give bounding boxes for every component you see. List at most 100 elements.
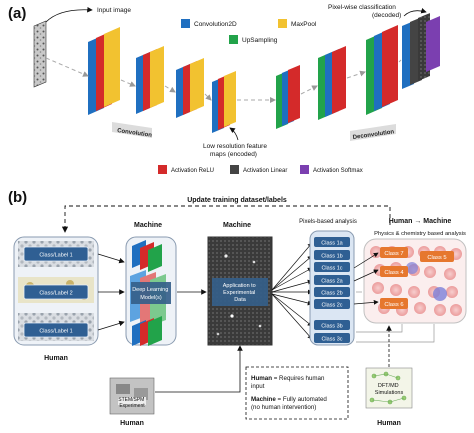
update-label: Update training dataset/labels bbox=[187, 197, 287, 204]
encoder-stack-2 bbox=[136, 46, 164, 114]
encoder-label: Convolution bbox=[117, 128, 153, 139]
legend-label-0: Convolution2D bbox=[194, 21, 237, 28]
pixel-class-box-3 bbox=[314, 275, 350, 285]
role-legend-machine: Machine = Fully automated (no human inte… bbox=[251, 396, 329, 411]
legend-label-1: MaxPool bbox=[291, 21, 317, 28]
input-pointer-line bbox=[45, 6, 93, 23]
dl-model-label: Deep Learning Model(s) bbox=[132, 287, 170, 301]
pixel-class-text-0: Class 1a bbox=[321, 240, 343, 246]
pixel-class-box-5 bbox=[314, 299, 350, 309]
dft-label: DFT/MD Simulations bbox=[375, 383, 404, 396]
pixel-class-box-6 bbox=[314, 320, 350, 330]
flow-arrow-6 bbox=[300, 85, 318, 95]
bottleneck-stack bbox=[212, 71, 236, 133]
pixel-class-text-2: Class 1c bbox=[321, 265, 342, 271]
col-machine-2: Machine bbox=[223, 222, 251, 229]
phys-class-text-2: Class 5 bbox=[427, 255, 446, 261]
pixels-analysis-label: Pixels-based analysis bbox=[299, 219, 357, 225]
pixel-class-boxes: Class 1a Class 1b Class 1c Class 2a Class 2b… bbox=[314, 237, 350, 343]
class-label-boxes: Class/Label 1 Class/Label 2 Class/Label 1 bbox=[23, 246, 89, 338]
output-pointer-line bbox=[403, 7, 427, 17]
legend-label-2: UpSampling bbox=[242, 37, 278, 44]
pixel-class-box-1 bbox=[314, 250, 350, 260]
experimental-data-image bbox=[207, 236, 273, 346]
class-label-text-1: Class/Label 2 bbox=[39, 291, 72, 297]
legend-label-act-2: Activation Softmax bbox=[313, 168, 363, 174]
class-label-box-0 bbox=[23, 246, 89, 262]
role-legend-box bbox=[245, 366, 349, 420]
bottleneck-pointer-line bbox=[229, 127, 239, 141]
legend-swatch-act-0 bbox=[158, 165, 167, 174]
encoder-stack-3 bbox=[176, 58, 204, 118]
phys-class-box-3 bbox=[380, 298, 408, 309]
decoder-stack-3 bbox=[366, 25, 398, 115]
flow-arrow-4 bbox=[204, 93, 212, 101]
pixel-class-box-0 bbox=[314, 237, 350, 247]
class-label-box-1 bbox=[23, 284, 89, 300]
panel-b-label: (b) bbox=[8, 189, 27, 206]
arrow-label3-to-model bbox=[97, 320, 125, 331]
input-image-label: Input image bbox=[97, 7, 131, 14]
class-label-text-2: Class/Label 1 bbox=[39, 329, 72, 335]
pixel-to-physics-arrows bbox=[353, 252, 379, 305]
pixel-class-box-7 bbox=[314, 333, 350, 343]
decoder-label-group: Deconvolution bbox=[350, 124, 396, 141]
legend-swatch-act-1 bbox=[230, 165, 239, 174]
flow-arrow-1 bbox=[45, 57, 89, 77]
legend-swatch-0 bbox=[181, 19, 190, 28]
col-machine-1: Machine bbox=[134, 222, 162, 229]
legend-label-act-1: Activation Linear bbox=[243, 168, 287, 174]
physchem-label: Physics & chemistry based analysis bbox=[374, 231, 466, 237]
phys-class-boxes: Class 7 Class 4 Class 5 Class 6 bbox=[380, 247, 454, 309]
output-stack bbox=[402, 13, 440, 89]
flow-arrow-2 bbox=[120, 79, 136, 87]
role-legend-human: Human = Requires human input bbox=[251, 375, 326, 390]
output-label: Pixel-wise classification (decoded) bbox=[328, 4, 401, 19]
dft-simulation-image bbox=[365, 367, 413, 409]
pixel-class-box-4 bbox=[314, 287, 350, 297]
bottleneck-label: Low resolution feature maps (encoded) bbox=[203, 143, 269, 158]
flow-arrow-7 bbox=[346, 70, 366, 79]
encoder-label-group: Convolution bbox=[112, 122, 153, 139]
stem-label: STEM/SPM Experiment bbox=[118, 397, 146, 409]
input-image bbox=[33, 20, 47, 88]
feedback-loop-line bbox=[64, 205, 391, 230]
pixel-class-text-1: Class 1b bbox=[321, 253, 342, 259]
dl-model-column bbox=[125, 236, 177, 346]
pixel-class-text-7: Class 3c bbox=[321, 336, 342, 342]
class-label-box-2 bbox=[23, 322, 89, 338]
flow-arrow-8 bbox=[398, 59, 402, 63]
panel-a-label: (a) bbox=[8, 5, 26, 22]
legend-swatch-1 bbox=[278, 19, 287, 28]
human-to-machine-label: Human → Machine bbox=[389, 218, 452, 225]
legend-swatch-act-2 bbox=[300, 165, 309, 174]
flow-arrow-3 bbox=[164, 85, 176, 93]
application-label: Application to Experimental Data bbox=[223, 283, 258, 303]
arrow-label1-to-model bbox=[97, 253, 125, 264]
pixel-class-text-3: Class 2a bbox=[321, 278, 343, 284]
class-label-text-0: Class/Label 1 bbox=[39, 253, 72, 259]
stem-experiment-image bbox=[109, 377, 155, 415]
phys-class-text-1: Class 4 bbox=[384, 270, 404, 276]
pixel-class-text-4: Class 2b bbox=[321, 290, 342, 296]
human-label-left: Human bbox=[44, 355, 68, 362]
pixel-class-text-6: Class 3b bbox=[321, 323, 342, 329]
human-label-dft: Human bbox=[377, 420, 401, 427]
phys-class-text-3: Class 6 bbox=[384, 302, 403, 308]
stem-to-data-arrow bbox=[155, 345, 243, 393]
phys-class-box-2 bbox=[420, 251, 454, 262]
legend-label-act-0: Activation ReLU bbox=[171, 168, 214, 174]
legend-bottom: Activation ReLU Activation Linear Activati… bbox=[158, 165, 363, 174]
physics-return-lines bbox=[356, 291, 435, 343]
phys-class-box-0 bbox=[380, 247, 408, 258]
phys-class-box-1 bbox=[380, 266, 408, 277]
pixel-class-box-2 bbox=[314, 262, 350, 272]
phys-class-text-0: Class 7 bbox=[384, 251, 403, 257]
legend-swatch-2 bbox=[229, 35, 238, 44]
encoder-stack-1 bbox=[88, 27, 120, 115]
pixel-class-text-5: Class 2c bbox=[321, 302, 342, 308]
fanout-arrows bbox=[271, 242, 313, 340]
